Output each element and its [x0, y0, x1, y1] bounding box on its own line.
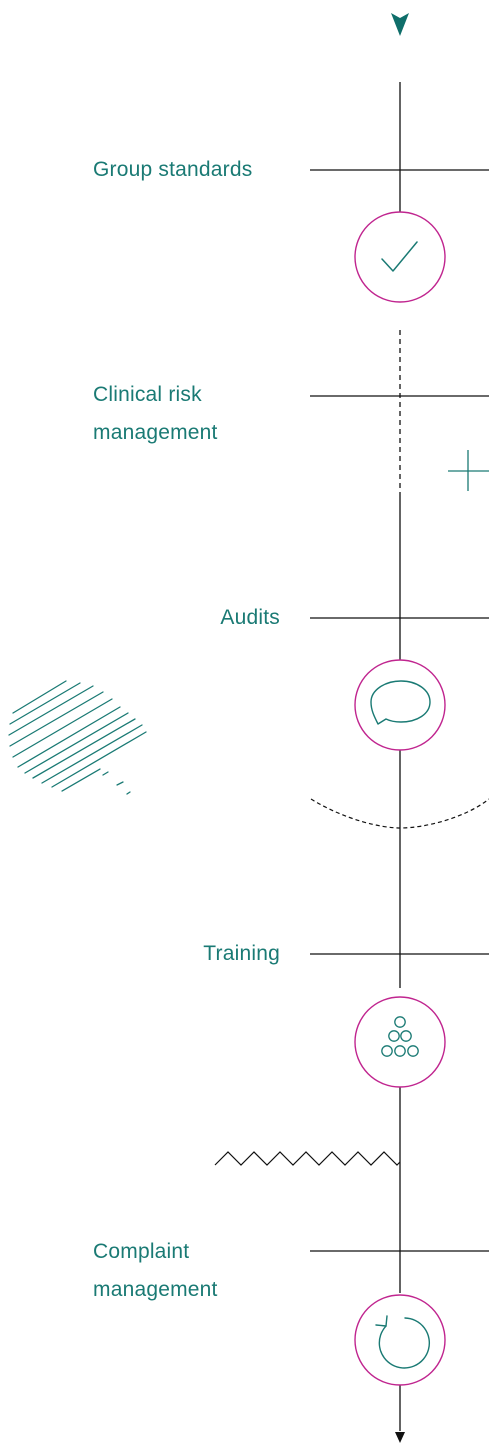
refresh-cycle-icon — [375, 1315, 430, 1369]
label-audits: Audits — [100, 599, 280, 637]
stage-label-line: Training — [203, 942, 280, 965]
speech-bubble-circle — [354, 659, 446, 751]
zigzag-decoration — [214, 1151, 401, 1166]
label-clinical-risk-management: Clinical risk management — [93, 376, 283, 452]
stage-label-line: management — [93, 1278, 218, 1301]
stage-label-line: Audits — [220, 606, 280, 629]
top-arrow-head-icon — [391, 13, 409, 36]
speech-bubble-icon — [370, 680, 431, 725]
people-pyramid-circle — [354, 996, 446, 1088]
refresh-cycle-circle — [354, 1294, 446, 1386]
people-pyramid-icon — [381, 1016, 419, 1057]
stage-lines — [310, 169, 489, 1252]
hatched-lines-decoration — [8, 680, 147, 795]
stage-label-line: Clinical risk — [93, 383, 202, 406]
label-group-standards: Group standards — [93, 151, 283, 189]
checkmark-circle — [354, 211, 446, 303]
plus-sign-icon — [448, 450, 489, 491]
label-complaint-management: Complaint management — [93, 1233, 283, 1309]
dashed-arc-decoration — [310, 798, 489, 829]
checkmark-icon — [381, 241, 418, 272]
label-training: Training — [100, 935, 280, 973]
stage-label-line: management — [93, 421, 218, 444]
stage-label-line: Group standards — [93, 158, 253, 181]
stage-label-line: Complaint — [93, 1240, 190, 1263]
bottom-arrow-head-icon — [395, 1432, 405, 1443]
